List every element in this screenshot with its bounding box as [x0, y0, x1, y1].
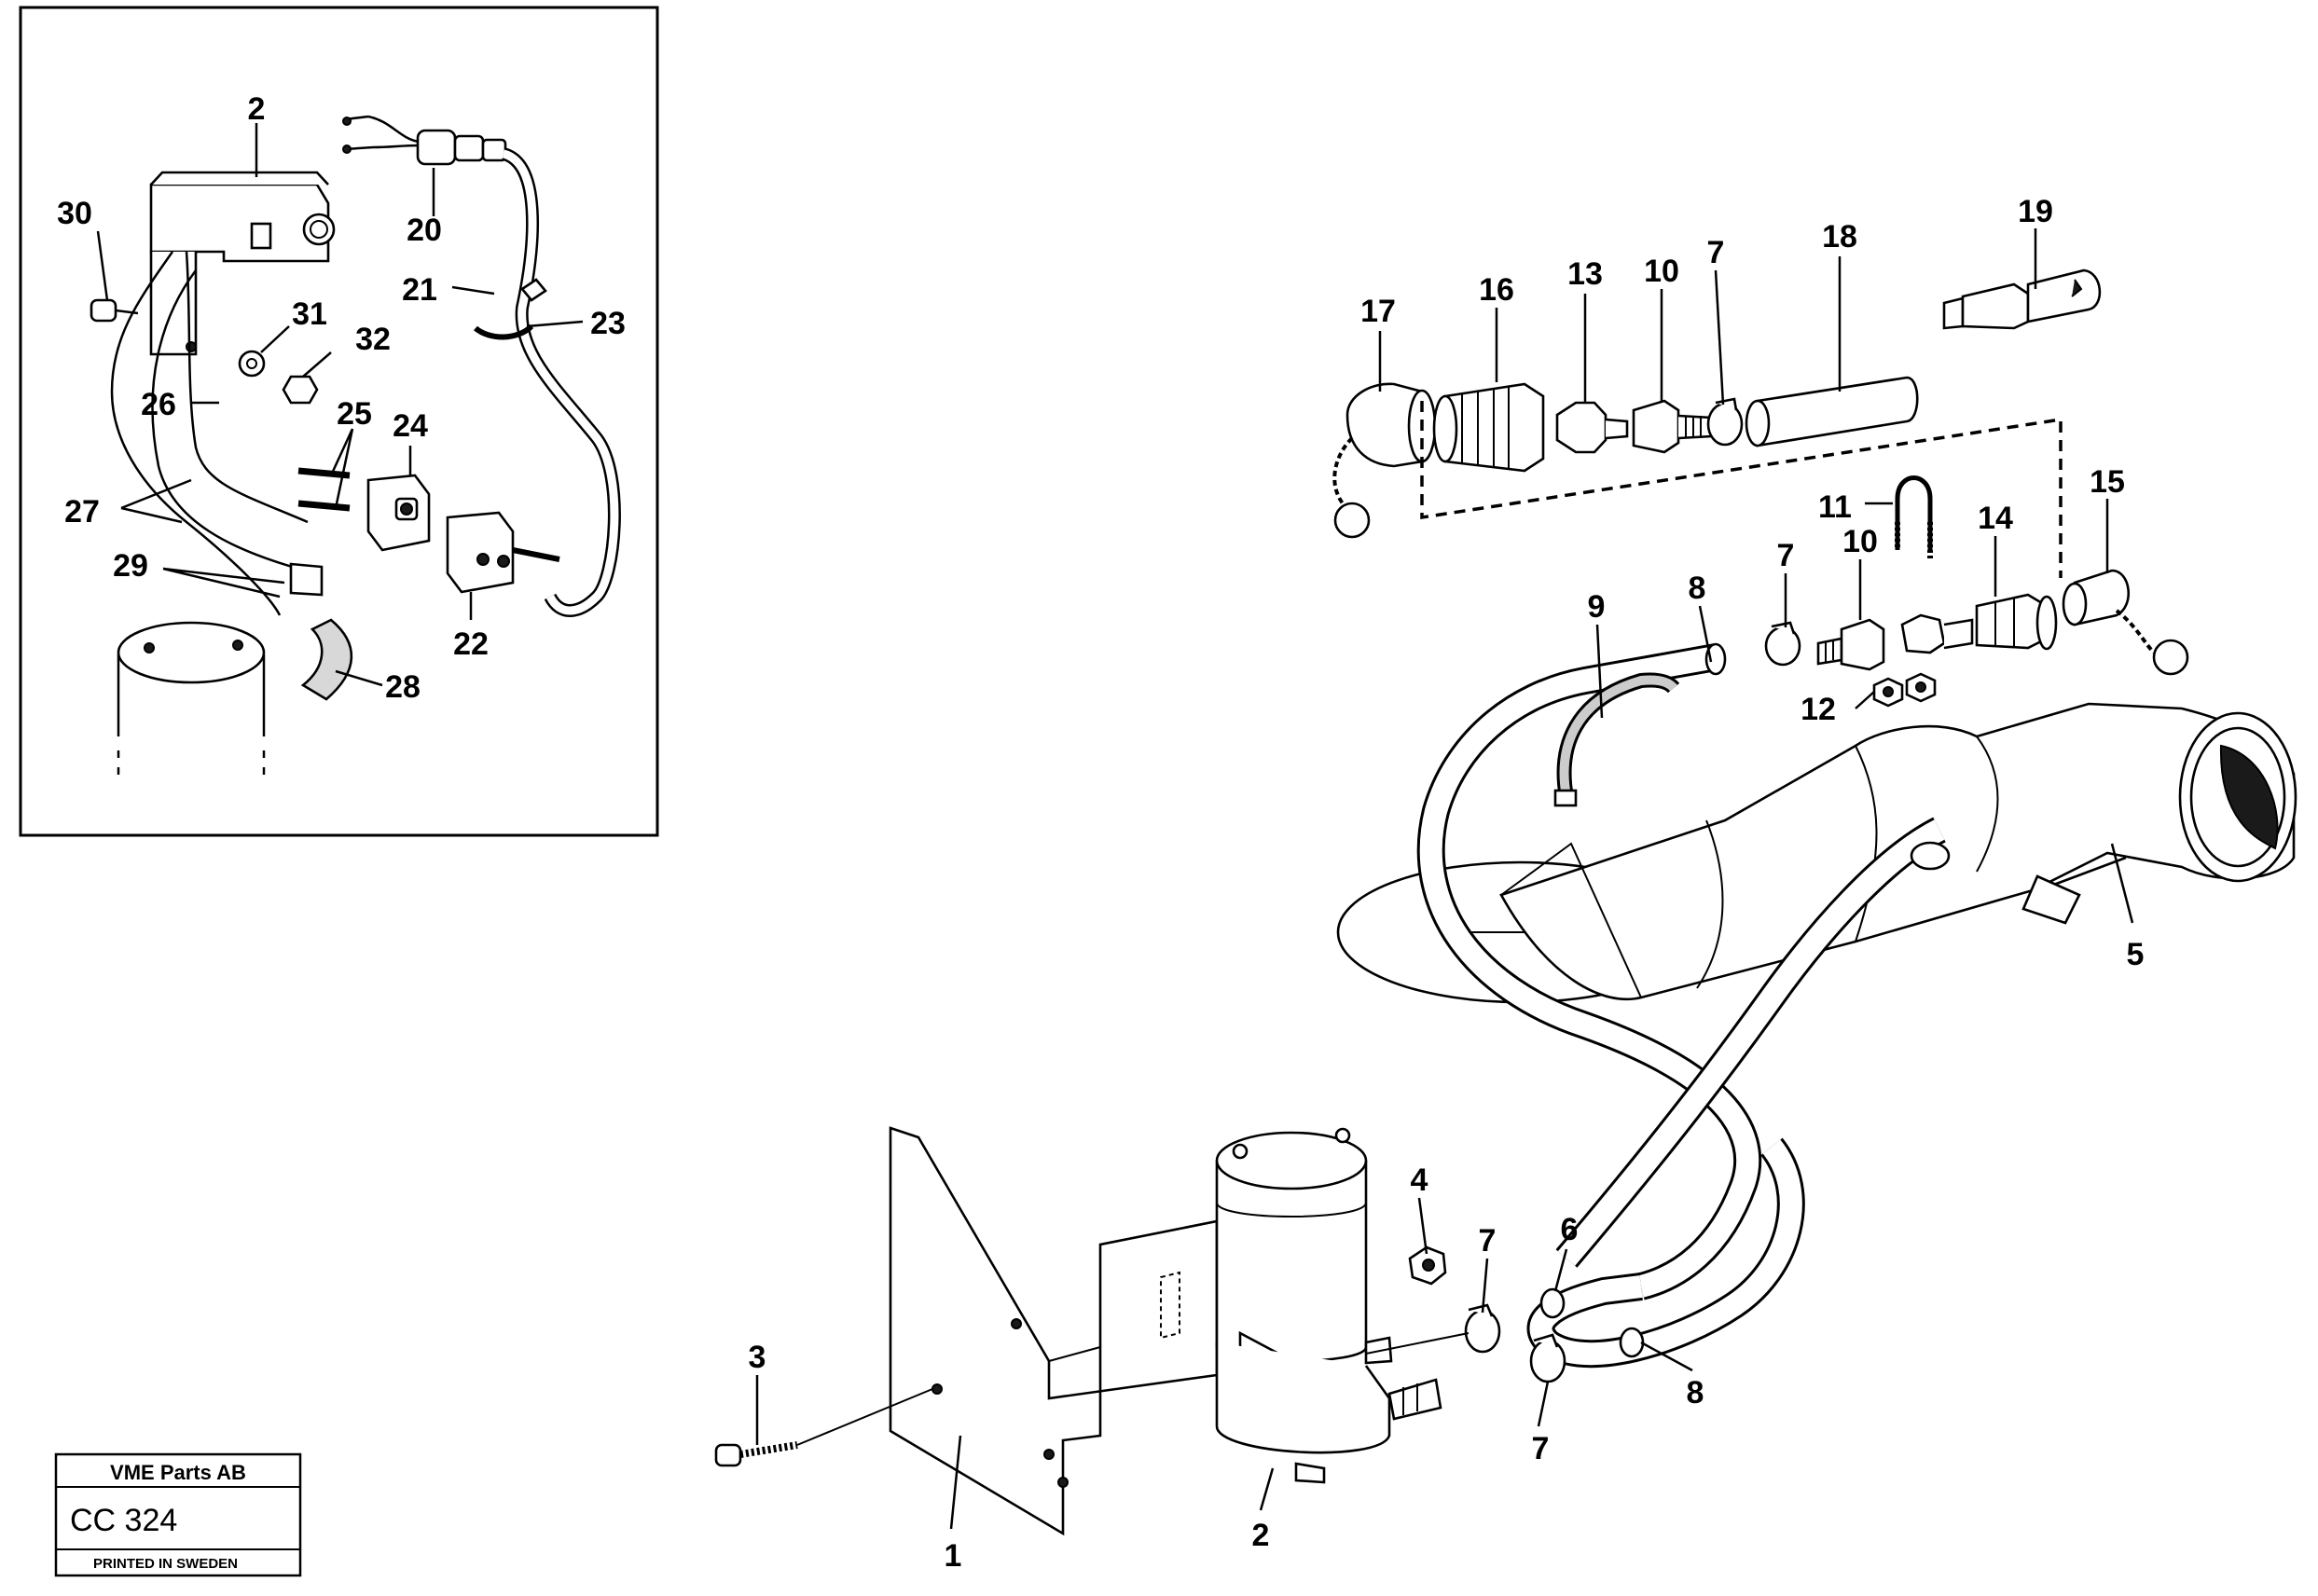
callout-6: 6: [1561, 1212, 1579, 1247]
wire-27-part: [151, 269, 299, 571]
connector-20-part: [342, 115, 507, 166]
callout-17: 17: [1360, 294, 1396, 329]
callout-27: 27: [64, 494, 100, 530]
connector-24-part: [366, 474, 431, 552]
hose-28-part: [300, 618, 353, 701]
nut-32-part: [282, 375, 319, 405]
callout-18: 18: [1822, 219, 1857, 255]
tank-top-part: [117, 621, 266, 783]
inset-detail-panel: [19, 6, 659, 837]
callout-10-top: 10: [1644, 254, 1679, 289]
callout-2-main: 2: [1252, 1518, 1270, 1553]
switch-box-part: [149, 171, 336, 356]
connector-22-part: [446, 511, 560, 594]
callout-10-mid: 10: [1842, 524, 1878, 559]
callout-30: 30: [57, 196, 92, 231]
callout-31: 31: [292, 296, 327, 332]
callout-4: 4: [1411, 1163, 1428, 1198]
inset-frame: [19, 6, 659, 837]
dashed-connection-line: [1420, 401, 2063, 578]
pump-fittings: [714, 1245, 1566, 1467]
main-callouts: 17 16 13 10 7 18 19 11 15 14 10 7 9 8 12…: [749, 194, 2145, 1574]
callout-9: 9: [1588, 589, 1606, 625]
callout-2-inset: 2: [248, 91, 266, 127]
callout-24: 24: [393, 408, 428, 444]
plate-printed: PRINTED IN SWEDEN: [93, 1556, 238, 1572]
bracket-1-part: [889, 1126, 1219, 1536]
pump-2-part: [1215, 1127, 1442, 1484]
callout-23: 23: [590, 306, 626, 341]
callout-28: 28: [385, 669, 421, 705]
hose-8-6-parts: [1416, 642, 1951, 1369]
plate-code: CC 324: [70, 1503, 177, 1538]
callout-22: 22: [453, 626, 489, 662]
callout-7-low: 7: [1479, 1223, 1497, 1259]
callout-7-top: 7: [1707, 235, 1725, 270]
main-leader-lines: [755, 228, 2134, 1530]
wire-26-part: [110, 251, 282, 616]
callout-19: 19: [2018, 194, 2053, 229]
inset-callouts: 2 30 20 21 23 31 32 26 25 24 27 29 22 28: [57, 91, 626, 705]
callout-8-top: 8: [1689, 571, 1706, 606]
callout-7-bot: 7: [1532, 1431, 1550, 1466]
terminal-pins-25-part: [297, 467, 351, 512]
callout-25: 25: [337, 396, 372, 432]
top-coupling-assembly: [1332, 268, 2102, 539]
callout-20: 20: [407, 213, 442, 248]
callout-14: 14: [1978, 501, 2013, 536]
callout-15: 15: [2090, 464, 2125, 500]
middle-coupling-assembly: [1764, 475, 2189, 708]
callout-1: 1: [945, 1538, 962, 1574]
callout-26: 26: [141, 387, 176, 422]
callout-8-low: 8: [1687, 1375, 1704, 1410]
strap-9-part: [1553, 672, 1680, 807]
title-plate: VME Parts AB CC 324 PRINTED IN SWEDEN: [54, 1452, 302, 1577]
callout-7-mid: 7: [1777, 538, 1795, 573]
callout-13: 13: [1567, 256, 1603, 292]
screw-30-part: [90, 298, 139, 323]
washer-31-part: [238, 350, 266, 378]
inset-leader-lines: [96, 123, 584, 687]
callout-11: 11: [1818, 489, 1852, 525]
callout-12: 12: [1801, 692, 1836, 727]
callout-29: 29: [113, 548, 148, 584]
callout-32: 32: [355, 322, 391, 357]
cable-tie-23-part: [474, 278, 547, 340]
callout-3: 3: [749, 1340, 766, 1375]
callout-16: 16: [1479, 272, 1514, 308]
callout-5: 5: [2127, 937, 2145, 972]
plate-company: VME Parts AB: [110, 1461, 246, 1484]
callout-21: 21: [402, 272, 437, 308]
grommet-29-part: [289, 562, 324, 597]
